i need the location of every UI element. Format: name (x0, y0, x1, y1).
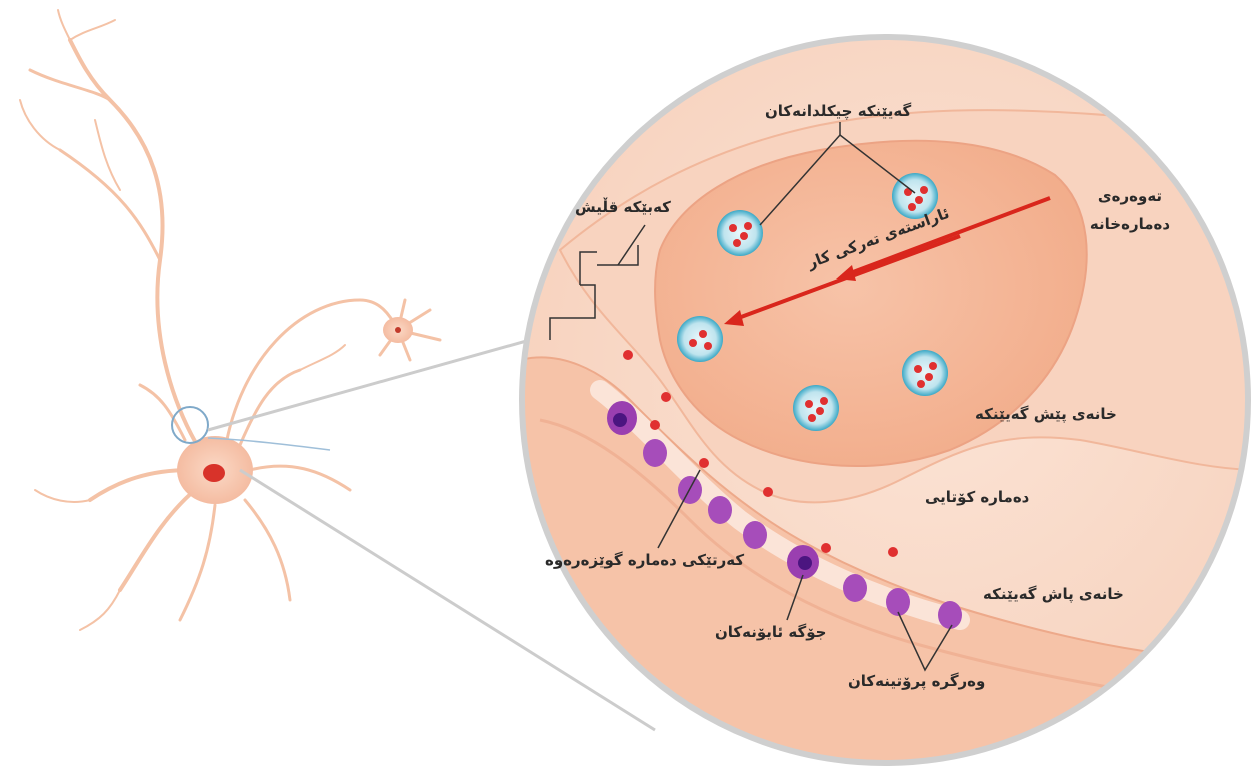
vesicle-3 (677, 316, 723, 362)
label-ion-channels: جۆگە ئایۆنەکان (715, 623, 826, 641)
label-neurotransmitter: کەرتێکی دەمارە گوێزەرەوە (545, 551, 744, 569)
label-postsynaptic: خانەی پاش گەیێنکە (983, 585, 1124, 603)
label-terminal: دەمارە کۆتایی (925, 488, 1029, 506)
receptor-1 (607, 401, 637, 435)
lens-connector-top (208, 340, 530, 430)
label-presynaptic: خانەی پێش گەیێنکە (975, 405, 1117, 423)
vesicle-5 (902, 350, 948, 396)
receptor-8 (886, 588, 910, 616)
second-neuron-nucleus (395, 327, 401, 333)
receptor-2 (643, 439, 667, 467)
receptor-5 (743, 521, 767, 549)
vesicle-1 (717, 210, 763, 256)
label-axon: تەوەرەی دەمارەخانە (1085, 182, 1175, 238)
label-cleft: کەبێکە قڵیش (575, 198, 671, 216)
receptor-4 (708, 496, 732, 524)
label-receptors: وەرگرە پرۆتینەکان (848, 672, 985, 690)
neuron-illustration (20, 10, 440, 630)
neuron-nucleus (203, 464, 225, 482)
label-vesicles: گەیێنکە چیکلدانەکان (765, 102, 911, 120)
vesicle-4 (793, 385, 839, 431)
receptor-6 (787, 545, 819, 579)
receptor-9 (938, 601, 962, 629)
receptor-7 (843, 574, 867, 602)
